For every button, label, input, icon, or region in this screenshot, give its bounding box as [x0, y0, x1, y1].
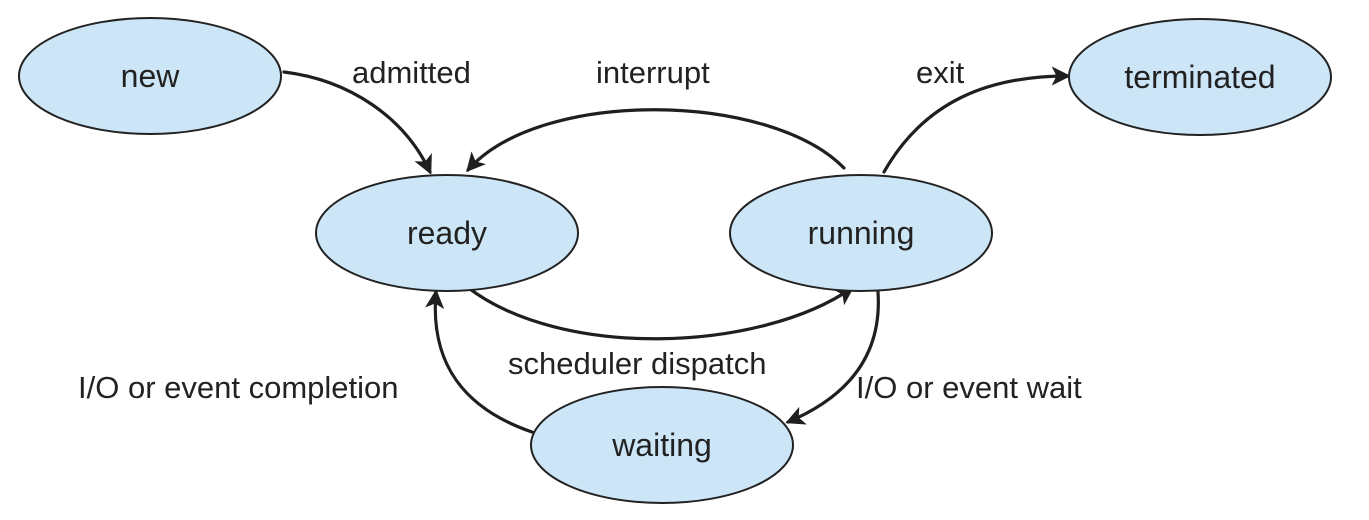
- state-new-label: new: [121, 58, 181, 94]
- label-io-event-wait: I/O or event wait: [856, 370, 1082, 405]
- state-running: running: [729, 174, 993, 292]
- label-scheduler-dispatch: scheduler dispatch: [508, 346, 767, 381]
- state-waiting-label: waiting: [611, 427, 712, 463]
- edge-scheduler-dispatch: [464, 284, 855, 341]
- edge-exit: [882, 66, 1071, 174]
- state-running-label: running: [808, 215, 915, 251]
- label-admitted: admitted: [352, 55, 471, 90]
- state-new: new: [18, 17, 282, 135]
- state-terminated: terminated: [1068, 18, 1332, 136]
- state-terminated-ellipse: [1068, 18, 1332, 136]
- edge-io-event-completion: [425, 289, 534, 434]
- state-running-ellipse: [729, 174, 993, 292]
- state-new-ellipse: [18, 17, 282, 135]
- state-waiting-ellipse: [530, 386, 794, 504]
- state-terminated-label: terminated: [1124, 59, 1275, 95]
- state-waiting: waiting: [530, 386, 794, 504]
- label-exit: exit: [916, 55, 965, 90]
- state-ready-label: ready: [407, 215, 487, 251]
- state-ready-ellipse: [315, 174, 579, 292]
- edge-interrupt: [466, 108, 846, 173]
- edge-io-event-wait: [785, 290, 880, 425]
- label-interrupt: interrupt: [596, 55, 710, 90]
- label-io-event-completion: I/O or event completion: [78, 370, 399, 405]
- edge-admitted: [282, 70, 432, 175]
- state-ready: ready: [315, 174, 579, 292]
